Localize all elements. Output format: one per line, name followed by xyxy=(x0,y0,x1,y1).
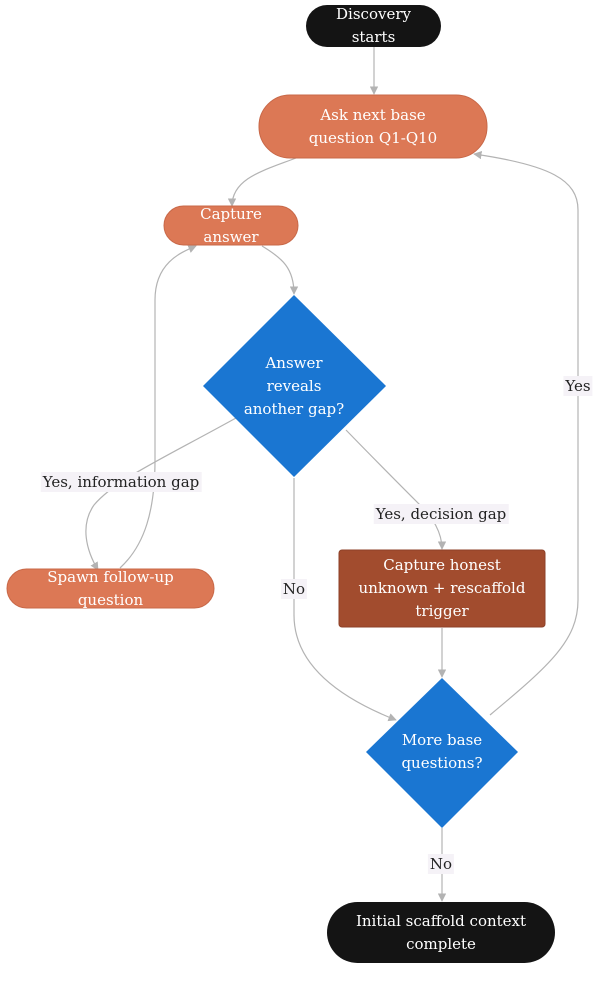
more-decision-label: More base questions? xyxy=(401,731,483,772)
end-node-label: Initial scaffold context complete xyxy=(355,911,527,953)
unknown-node-label: Capture honest unknown + rescaffold trig… xyxy=(358,556,526,620)
edge-spawn-to-capture xyxy=(119,245,197,569)
capture-node-label: Capture answer xyxy=(200,204,262,246)
edge-label-more-yes: Yes xyxy=(563,376,593,396)
edge-label-decision-gap: Yes, decision gap xyxy=(373,504,509,524)
ask-node-label: Ask next base question Q1-Q10 xyxy=(308,105,438,147)
edge-gap-to-spawn xyxy=(85,417,237,571)
unknown-node xyxy=(338,549,546,628)
more-decision-node xyxy=(366,678,518,828)
capture-node xyxy=(163,205,299,246)
edge-capture-to-gap xyxy=(261,245,299,295)
gap-decision-node xyxy=(203,295,386,477)
edge-gap-to-unknown xyxy=(345,429,447,550)
spawn-node xyxy=(6,568,215,609)
start-node xyxy=(306,5,441,47)
ask-node xyxy=(258,94,488,159)
edge-gap-to-more xyxy=(293,478,397,722)
edge-more-to-ask xyxy=(473,150,579,716)
edge-label-more-no: No xyxy=(427,854,455,874)
edge-label-info-gap: Yes, information gap xyxy=(40,472,202,492)
gap-decision-label: Answer reveals another gap? xyxy=(243,353,345,418)
edge-ask-to-capture xyxy=(227,157,297,207)
end-node xyxy=(327,902,555,963)
spawn-node-label: Spawn follow-up question xyxy=(47,567,174,609)
edge-label-no-gap: No xyxy=(280,579,308,599)
start-node-label: Discovery starts xyxy=(336,5,411,46)
